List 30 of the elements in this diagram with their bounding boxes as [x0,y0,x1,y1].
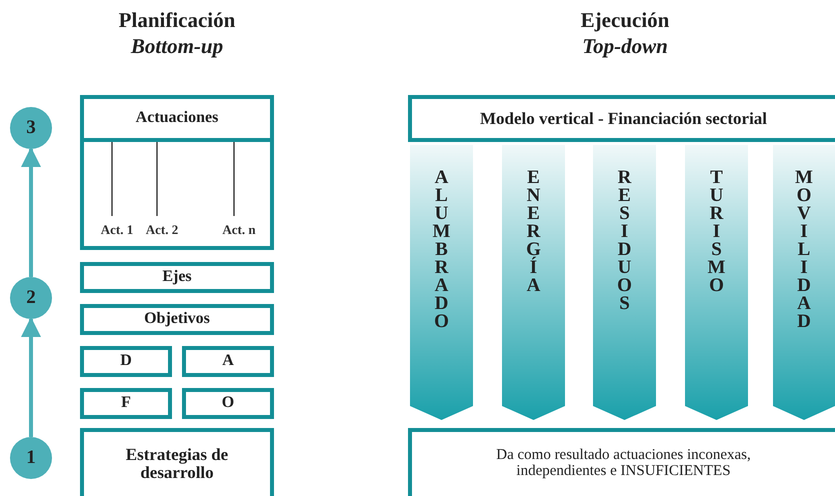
label-box: Modelo vertical - Financiación sectorial [408,95,835,142]
label-box: F [80,388,172,419]
activity-label: Act. 2 [140,220,184,240]
group-box [80,95,274,250]
arrow [21,147,41,277]
column-heading: Planificación [118,8,236,33]
connector-line [111,142,113,216]
column-subheading: Bottom-up [130,34,224,59]
vertical-label: RESIDUOS [615,167,634,311]
label-box: A [182,346,274,377]
arrow [21,317,41,437]
result-box: Da como resultado actuaciones inconexas, independientes e INSUFICIENTES [408,428,835,496]
label-box: D [80,346,172,377]
activity-label: Act. n [216,220,262,240]
label-box: Estrategias de desarrollo [80,428,274,496]
activity-label: Act. 1 [95,220,139,240]
step-circle: 3 [10,107,52,149]
vertical-label: MOVILIDAD [794,167,814,329]
column-subheading: Top-down [581,34,669,59]
step-circle: 2 [10,277,52,319]
connector-line [233,142,235,216]
label-box: O [182,388,274,419]
label-box: Objetivos [80,304,274,335]
vertical-label: ENERGÍA [524,167,543,293]
column-heading: Ejecución [580,8,670,33]
connector-line [156,142,158,216]
vertical-label: ALUMBRADO [432,167,451,329]
step-circle: 1 [10,437,52,479]
vertical-label: TURISMO [707,167,726,293]
label-box: Ejes [80,262,274,293]
